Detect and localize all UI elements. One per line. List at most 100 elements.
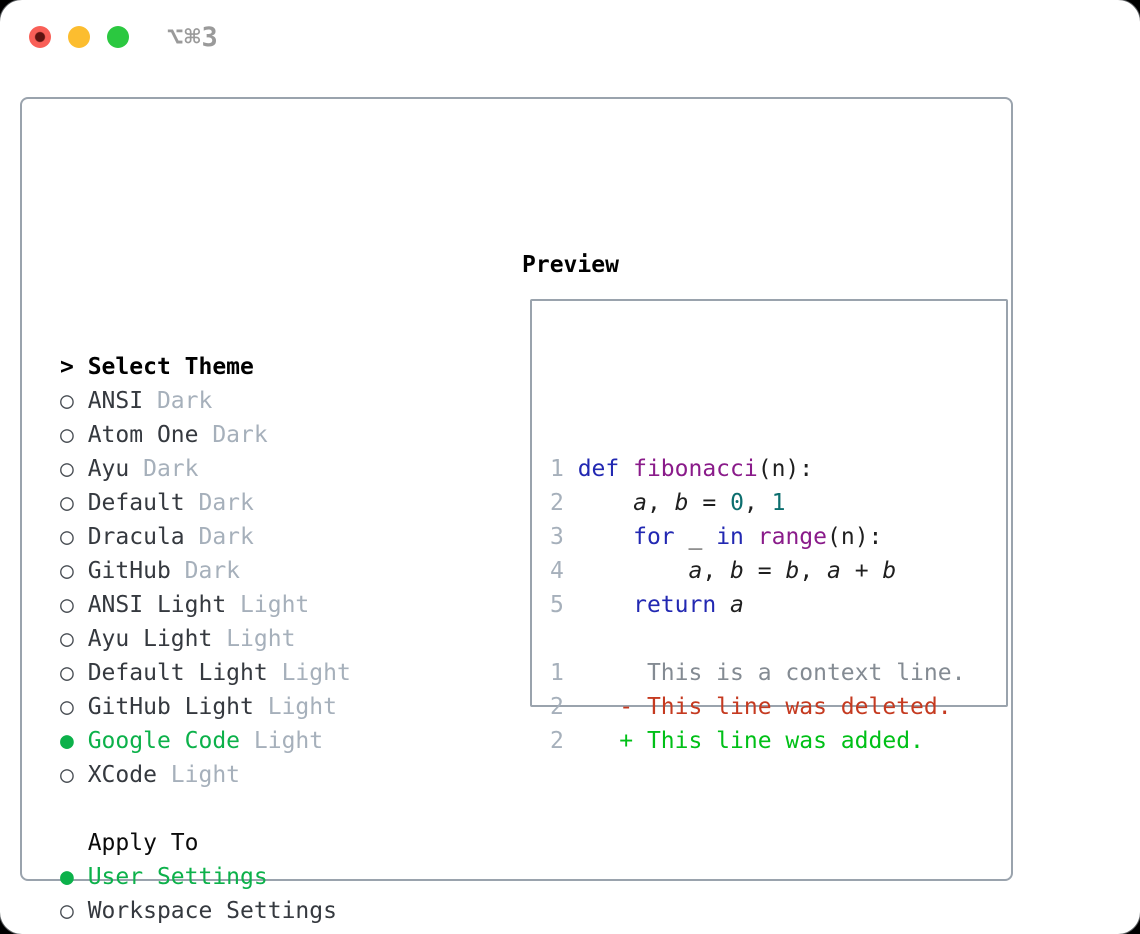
theme-variant: Light <box>170 762 241 788</box>
theme-option-ayu-dark[interactable]: ○ Ayu Dark <box>60 452 448 486</box>
token-function-name: range <box>757 524 827 550</box>
token-plain-code: = <box>688 490 731 516</box>
token-keyword: return <box>633 592 717 618</box>
token-line-number: 1 <box>550 660 564 686</box>
radio-icon: ○ <box>60 694 88 720</box>
theme-option-ayu-light-light[interactable]: ○ Ayu Light Light <box>60 622 448 656</box>
radio-icon: ○ <box>60 490 88 516</box>
token-plain-code: = <box>743 558 786 584</box>
theme-option-dracula-dark[interactable]: ○ Dracula Dark <box>60 520 448 554</box>
theme-option-google-code-light[interactable]: ● Google Code Light <box>60 724 448 758</box>
code-line: 1 def fibonacci(n): <box>550 452 965 486</box>
radio-icon: ○ <box>60 626 88 652</box>
token-plain-code: _ <box>674 524 717 550</box>
token-number-literal: 1 <box>771 490 786 516</box>
token-plain-code <box>578 524 633 550</box>
token-plain-code: + <box>840 558 883 584</box>
radio-icon: ○ <box>60 524 88 550</box>
code-line: 2 a, b = 0, 1 <box>550 486 965 520</box>
code-line: 2 - This line was deleted. <box>550 690 965 724</box>
token-keyword: in <box>716 524 744 550</box>
token-line-number: 5 <box>550 592 578 618</box>
token-variable: a <box>827 558 841 584</box>
token-variable: b <box>882 558 897 584</box>
keyboard-shortcut-label: ⌥⌘3 <box>167 22 219 53</box>
token-plain-code: , <box>646 490 675 516</box>
theme-name: Ayu Light <box>87 626 227 652</box>
radio-icon: ○ <box>60 558 88 584</box>
theme-name: Google Code <box>87 728 254 754</box>
radio-icon: ○ <box>60 898 88 924</box>
token-line-number: 2 <box>550 728 564 754</box>
theme-name: XCode <box>87 762 171 788</box>
token-variable: a <box>633 490 647 516</box>
radio-icon: ● <box>60 728 88 754</box>
theme-name: Default <box>87 490 199 516</box>
token-line-number: 3 <box>550 524 578 550</box>
theme-variant: Light <box>240 592 310 618</box>
preview-title: Preview <box>522 252 619 278</box>
radio-icon: ○ <box>60 422 88 448</box>
radio-icon: ○ <box>60 456 88 482</box>
theme-name: GitHub <box>87 558 185 584</box>
zoom-window-button[interactable] <box>107 26 129 48</box>
theme-option-ansi-dark[interactable]: ○ ANSI Dark <box>60 384 448 418</box>
theme-list-header-label: Select Theme <box>87 354 254 380</box>
token-variable: a <box>688 558 703 584</box>
theme-variant: Dark <box>156 388 213 414</box>
prompt-icon: > <box>60 354 88 380</box>
theme-variant: Light <box>267 694 337 720</box>
theme-option-xcode-light[interactable]: ○ XCode Light <box>60 758 448 792</box>
token-plain-code <box>578 592 633 618</box>
radio-icon: ○ <box>60 762 88 788</box>
theme-name: ANSI Light <box>87 592 241 618</box>
token-function-name: fibonacci <box>633 456 758 482</box>
theme-option-github-dark[interactable]: ○ GitHub Dark <box>60 554 448 588</box>
token-diff-added: + This line was added. <box>563 728 924 754</box>
apply-option-user-settings[interactable]: ● User Settings <box>60 860 448 894</box>
apply-option-workspace-settings[interactable]: ○ Workspace Settings <box>60 894 448 928</box>
token-diff-deleted: - This line was deleted. <box>563 694 952 720</box>
theme-option-default-light-light[interactable]: ○ Default Light Light <box>60 656 448 690</box>
radio-icon: ○ <box>60 388 88 414</box>
theme-option-ansi-light-light[interactable]: ○ ANSI Light Light <box>60 588 448 622</box>
theme-list: > Select Theme○ ANSI Dark○ Atom One Dark… <box>60 248 448 934</box>
radio-icon: ○ <box>60 592 88 618</box>
token-line-number: 4 <box>550 558 578 584</box>
theme-option-default-dark[interactable]: ○ Default Dark <box>60 486 448 520</box>
close-window-button[interactable] <box>29 26 51 48</box>
token-diff-context: This is a context line. <box>563 660 966 686</box>
token-number-literal: 0 <box>730 490 744 516</box>
token-plain-code <box>716 592 730 618</box>
token-variable: a <box>730 592 744 618</box>
main-panel: > Select Theme○ ANSI Dark○ Atom One Dark… <box>20 97 1013 924</box>
token-plain-code: , <box>702 558 731 584</box>
token-line-number: 2 <box>550 694 564 720</box>
token-variable: b <box>674 490 689 516</box>
minimize-window-button[interactable] <box>68 26 90 48</box>
radio-icon: ○ <box>60 660 88 686</box>
theme-option-github-light-light[interactable]: ○ GitHub Light Light <box>60 690 448 724</box>
token-keyword: def <box>577 456 634 482</box>
window-controls <box>29 26 129 48</box>
code-line: 5 return a <box>550 588 965 622</box>
token-plain-code: , <box>799 558 828 584</box>
theme-variant: Dark <box>212 422 268 448</box>
theme-variant: Light <box>226 626 296 652</box>
token-plain-code <box>744 524 758 550</box>
token-plain-code: (n): <box>827 524 883 550</box>
code-line <box>550 622 965 656</box>
theme-name: Atom One <box>87 422 213 448</box>
theme-name: GitHub Light <box>87 694 268 720</box>
theme-variant: Dark <box>198 524 254 550</box>
theme-option-atom-one-dark[interactable]: ○ Atom One Dark <box>60 418 448 452</box>
theme-variant: Dark <box>198 490 254 516</box>
token-plain-code: (n): <box>757 456 814 482</box>
apply-option-label: Workspace Settings <box>87 898 337 924</box>
code-line: 4 a, b = b, a + b <box>550 554 965 588</box>
apply-option-label: User Settings <box>87 864 268 890</box>
token-variable: b <box>785 558 800 584</box>
